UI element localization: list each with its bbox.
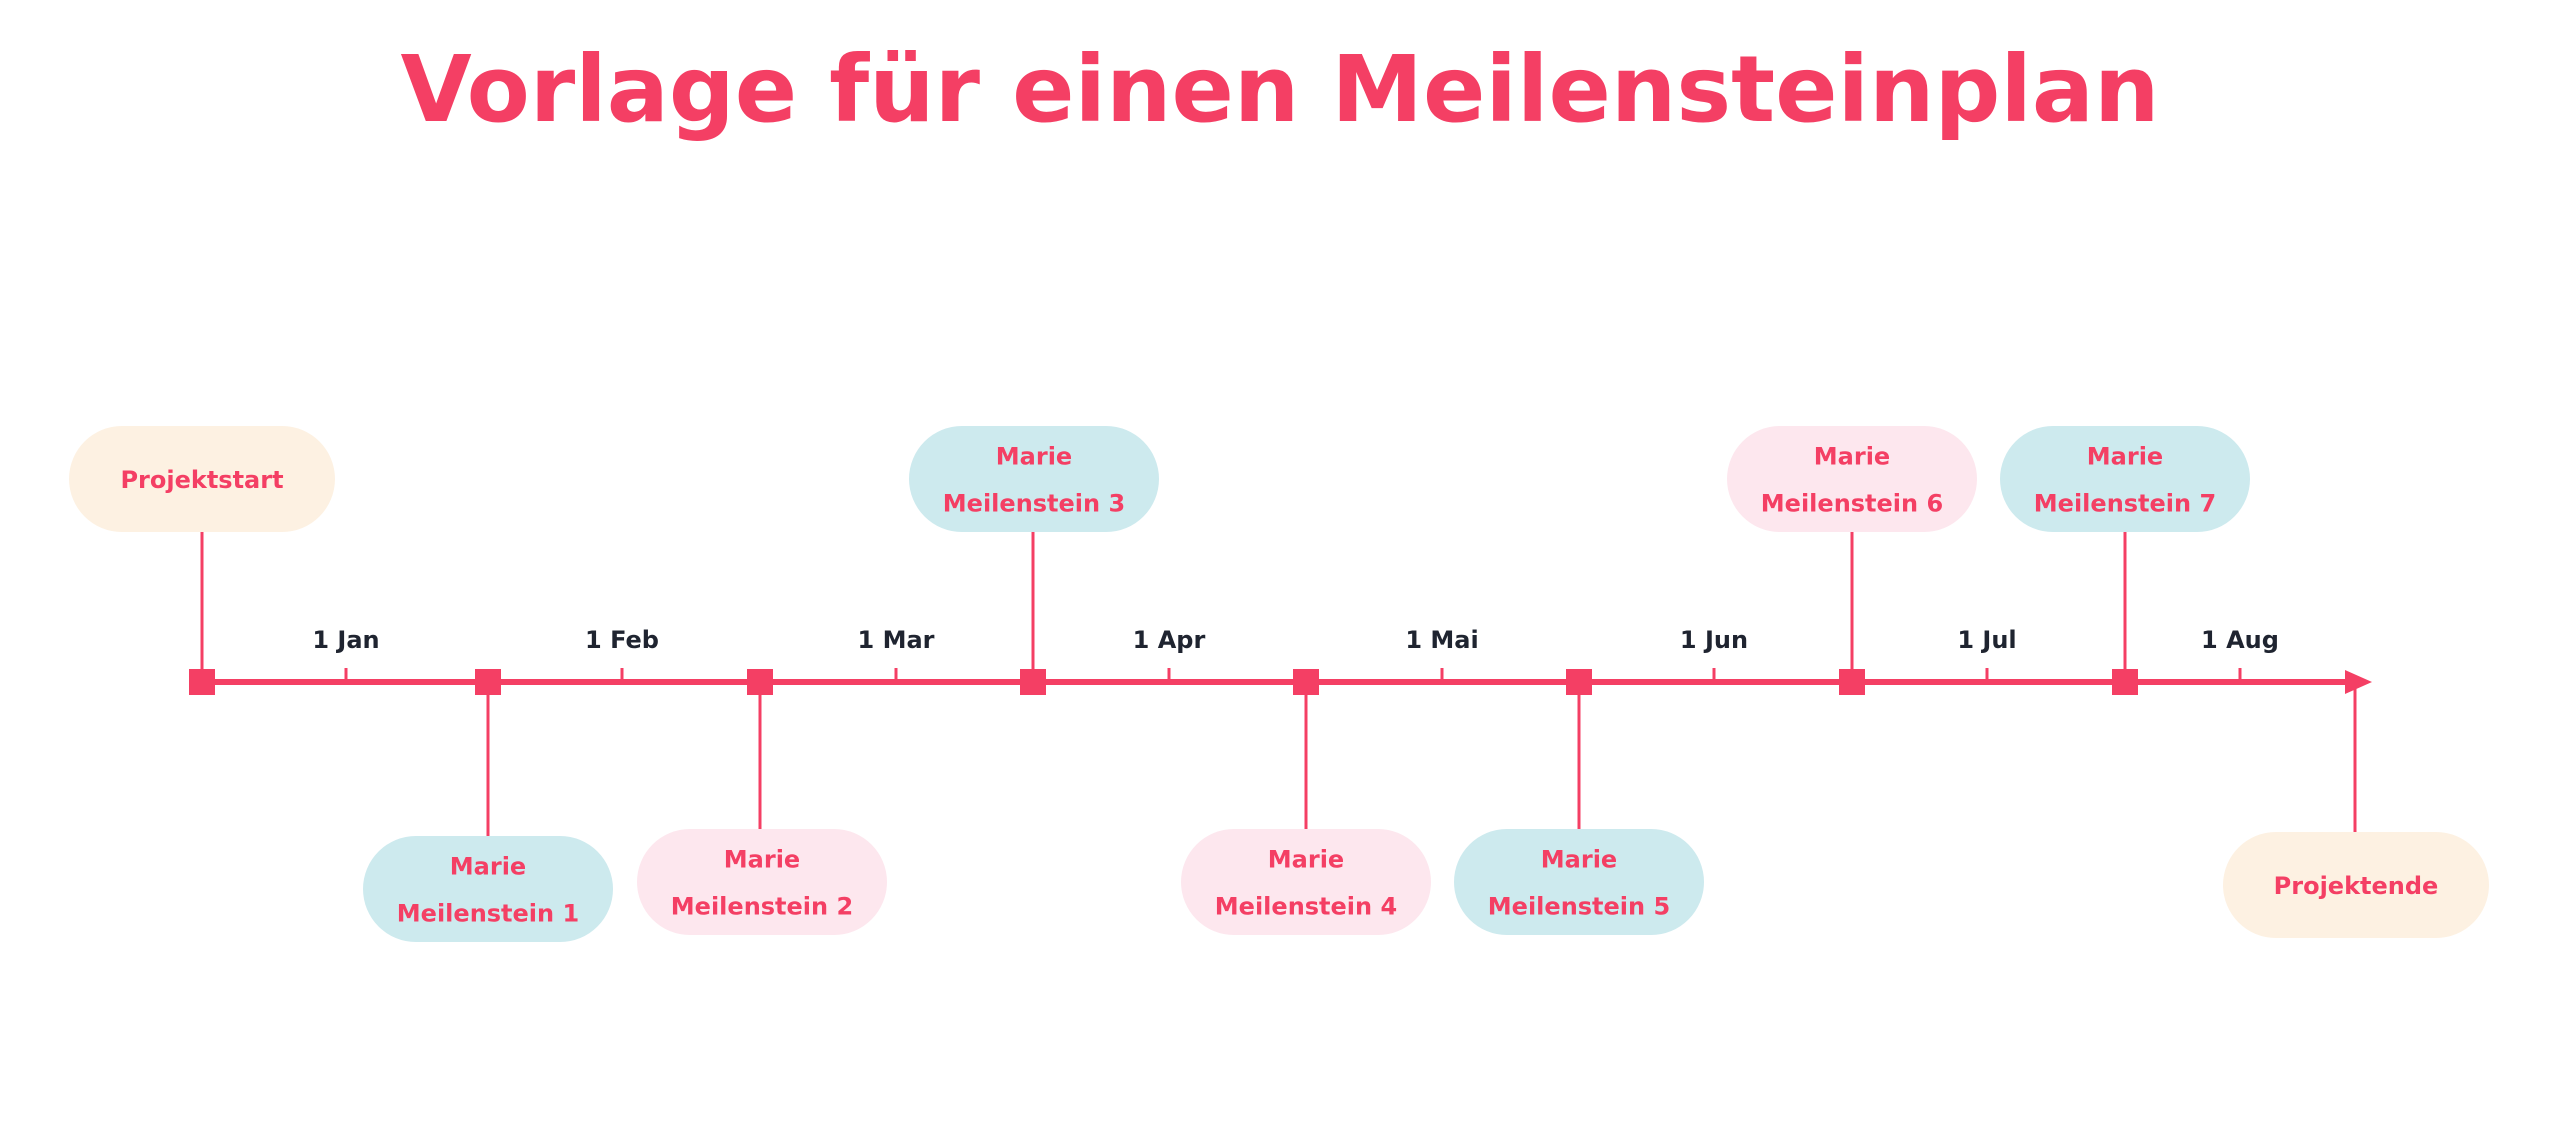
- milestone-owner: Marie: [996, 443, 1072, 471]
- milestone-marker: [189, 669, 215, 695]
- milestone-pill-meilenstein-7: [2000, 426, 2250, 532]
- milestone-owner: Marie: [1268, 846, 1344, 874]
- month-label: 1 Jun: [1680, 626, 1748, 654]
- milestone-label: Projektende: [2274, 872, 2439, 900]
- milestone-marker: [1566, 669, 1592, 695]
- milestone-label: Meilenstein 4: [1215, 893, 1397, 921]
- milestone-owner: Marie: [1814, 443, 1890, 471]
- milestone-pill-meilenstein-4: [1181, 829, 1431, 935]
- month-label: 1 Aug: [2201, 626, 2279, 654]
- milestone-owner: Marie: [2087, 443, 2163, 471]
- month-label: 1 Feb: [585, 626, 659, 654]
- milestone-pill-meilenstein-5: [1454, 829, 1704, 935]
- milestone-label: Meilenstein 1: [397, 900, 579, 928]
- milestone-owner: Marie: [450, 853, 526, 881]
- milestone-label: Meilenstein 2: [671, 893, 853, 921]
- month-label: 1 Apr: [1133, 626, 1206, 654]
- month-label: 1 Jan: [312, 626, 379, 654]
- axis-arrow-icon: [2345, 670, 2372, 694]
- milestone-label: Meilenstein 6: [1761, 490, 1943, 518]
- milestone-pill-meilenstein-2: [637, 829, 887, 935]
- milestone-pill-meilenstein-3: [909, 426, 1159, 532]
- milestone-marker: [2112, 669, 2138, 695]
- milestone-label: Meilenstein 5: [1488, 893, 1670, 921]
- milestone-marker: [1293, 669, 1319, 695]
- milestone-owner: Marie: [1541, 846, 1617, 874]
- milestone-owner: Marie: [724, 846, 800, 874]
- milestone-marker: [1839, 669, 1865, 695]
- milestone-pill-meilenstein-1: [363, 836, 613, 942]
- month-label: 1 Mai: [1405, 626, 1478, 654]
- month-label: 1 Mar: [858, 626, 935, 654]
- milestone-label: Meilenstein 7: [2034, 490, 2216, 518]
- milestone-pill-projektende: [2223, 832, 2489, 938]
- milestone-pill-projektstart: [69, 426, 335, 532]
- milestone-pill-meilenstein-6: [1727, 426, 1977, 532]
- milestone-label: Projektstart: [120, 466, 283, 494]
- milestone-marker: [747, 669, 773, 695]
- milestone-marker: [475, 669, 501, 695]
- milestone-label: Meilenstein 3: [943, 490, 1125, 518]
- milestone-marker: [1020, 669, 1046, 695]
- page-title: Vorlage für einen Meilensteinplan: [400, 36, 2160, 143]
- month-label: 1 Jul: [1957, 626, 2016, 654]
